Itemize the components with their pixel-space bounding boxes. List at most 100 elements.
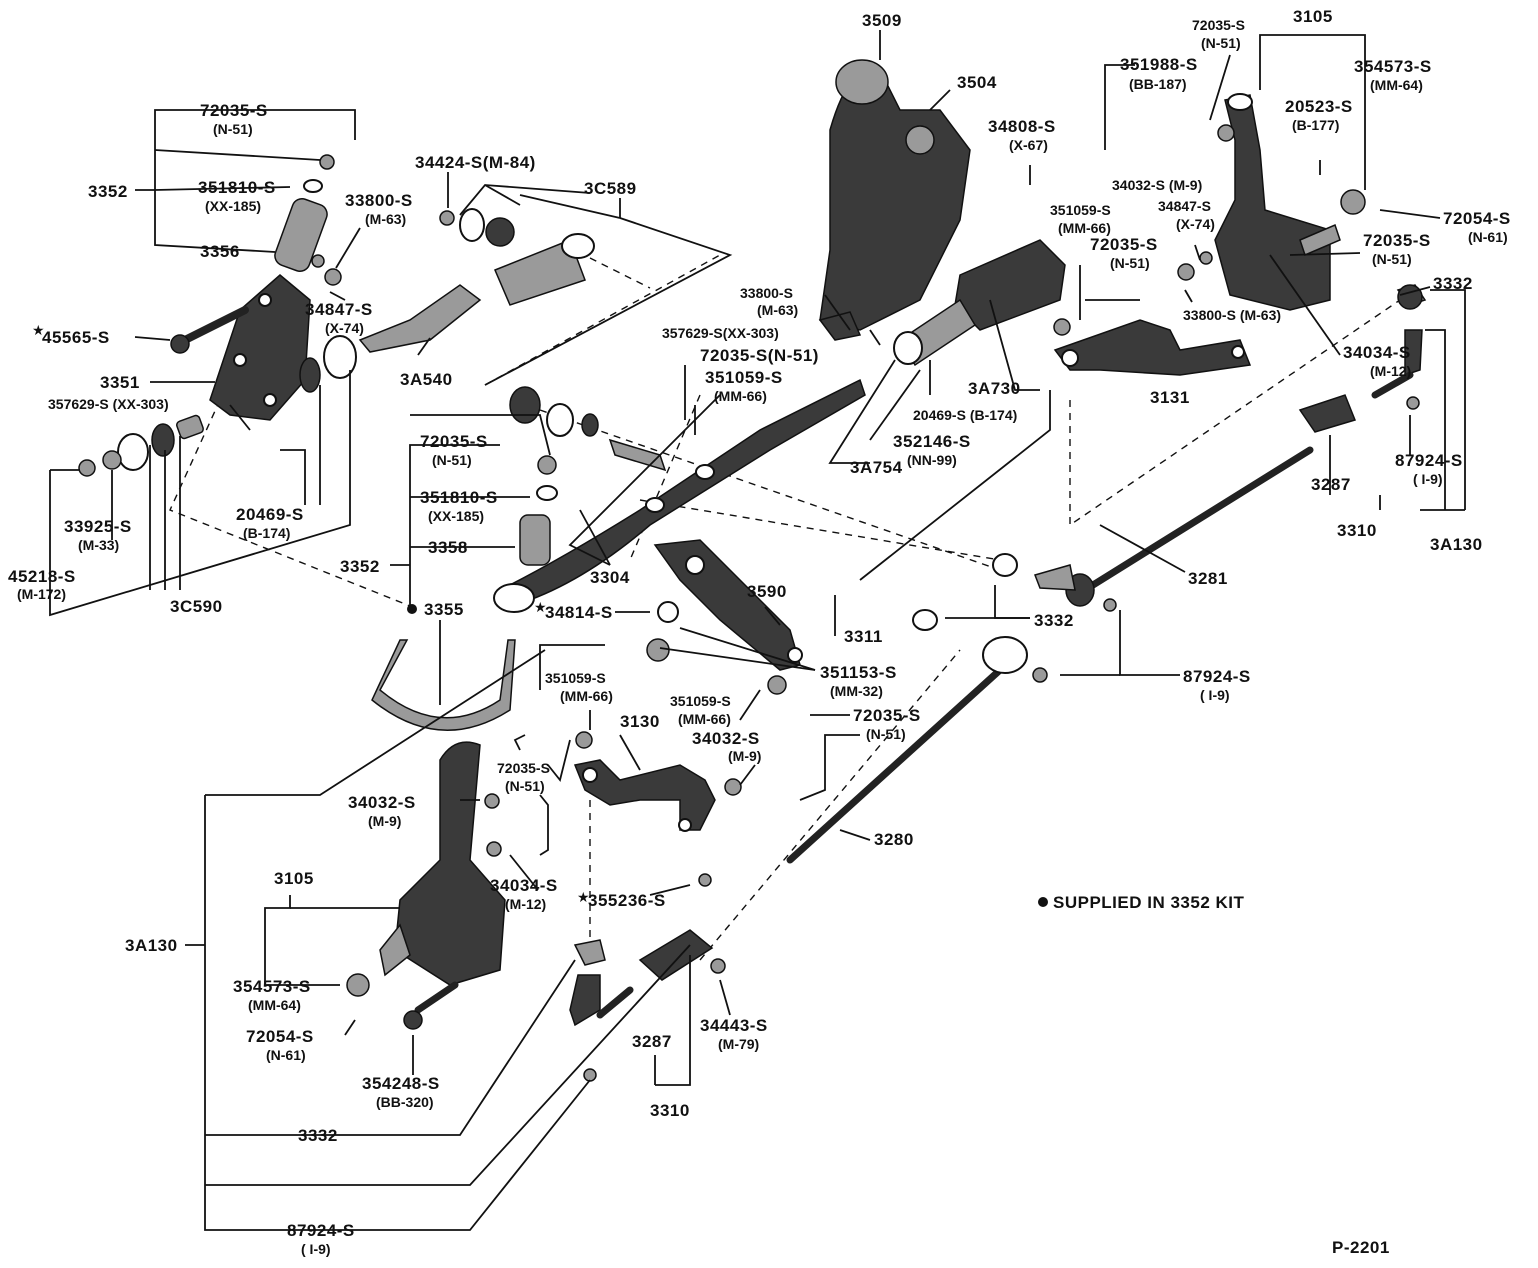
label-34034-lower: 34034-S bbox=[490, 876, 558, 895]
part-labels: 3509 3504 72035-S (N-51) 3352 351810-S (… bbox=[8, 7, 1511, 1257]
spindle-3105-upper bbox=[1177, 93, 1366, 311]
label-354573-lower: 354573-S bbox=[233, 977, 311, 996]
label-mm66-lower2: (MM-66) bbox=[678, 711, 731, 727]
label-m172: (M-172) bbox=[17, 586, 66, 602]
label-3504: 3504 bbox=[957, 73, 997, 92]
label-i9-center: ( I-9) bbox=[1200, 687, 1230, 703]
steering-arm-3130 bbox=[573, 675, 787, 832]
label-x74-left: (X-74) bbox=[325, 320, 364, 336]
bushing-3356 bbox=[274, 198, 328, 272]
label-mm66-lower: (MM-66) bbox=[560, 688, 613, 704]
label-34032-lower-left: 34032-S bbox=[348, 793, 416, 812]
label-20523: 20523-S bbox=[1285, 97, 1353, 116]
label-357629-center: 357629-S(XX-303) bbox=[662, 325, 779, 341]
label-72035-far-right: 72035-S bbox=[1363, 231, 1431, 250]
label-351059-lower2: 351059-S bbox=[670, 693, 731, 709]
figure-code: P-2201 bbox=[1332, 1238, 1390, 1257]
label-351059-center: 351059-S bbox=[705, 368, 783, 387]
label-i9-right: ( I-9) bbox=[1413, 471, 1443, 487]
label-n51-far-right: (N-51) bbox=[1372, 251, 1412, 267]
label-m63-topleft: (M-63) bbox=[365, 211, 406, 227]
label-72035-center: 72035-S(N-51) bbox=[700, 346, 819, 365]
label-87924-center: 87924-S bbox=[1183, 667, 1251, 686]
label-72035-mid: 72035-S bbox=[420, 432, 488, 451]
label-355236: 355236-S bbox=[588, 891, 666, 910]
label-72035-right: 72035-S bbox=[1090, 235, 1158, 254]
label-3332-lower: 3332 bbox=[298, 1126, 338, 1145]
u-bolt-3355 bbox=[371, 639, 516, 731]
label-n51-lower: (N-51) bbox=[505, 778, 545, 794]
label-m12-right: (M-12) bbox=[1370, 363, 1411, 379]
label-3105-topright: 3105 bbox=[1293, 7, 1333, 26]
pitman-arm-3590 bbox=[646, 539, 803, 671]
label-3c590: 3C590 bbox=[170, 597, 223, 616]
label-3352-mid: 3352 bbox=[340, 557, 380, 576]
label-3332-center: 3332 bbox=[1034, 611, 1074, 630]
label-3351: 3351 bbox=[100, 373, 140, 392]
label-m63-center: (M-63) bbox=[757, 302, 798, 318]
idler-arm-3a730 bbox=[893, 239, 1066, 367]
label-72035-topright: 72035-S bbox=[1192, 17, 1245, 33]
drag-link-3304 bbox=[493, 378, 866, 613]
bolt-45565 bbox=[170, 306, 249, 354]
label-354248: 354248-S bbox=[362, 1074, 440, 1093]
label-mm32: (MM-32) bbox=[830, 683, 883, 699]
label-72035-lower-right: 72035-S bbox=[853, 706, 921, 725]
label-351153: 351153-S bbox=[820, 663, 897, 682]
left-bracket bbox=[209, 274, 311, 421]
label-33800-right: 33800-S (M-63) bbox=[1183, 307, 1281, 323]
label-3a130-lower: 3A130 bbox=[125, 936, 178, 955]
washer-stack-mid bbox=[509, 386, 667, 566]
label-m79: (M-79) bbox=[718, 1036, 759, 1052]
label-45218: 45218-S bbox=[8, 567, 76, 586]
label-x67: (X-67) bbox=[1009, 137, 1048, 153]
label-3a730: 3A730 bbox=[968, 379, 1021, 398]
tie-rod-3280 bbox=[786, 609, 1048, 864]
label-3310-lower: 3310 bbox=[650, 1101, 690, 1120]
label-351988: 351988-S bbox=[1120, 55, 1198, 74]
label-3a754: 3A754 bbox=[850, 458, 903, 477]
label-34032-topright: 34032-S (M-9) bbox=[1112, 177, 1202, 193]
label-87924-right: 87924-S bbox=[1395, 451, 1463, 470]
label-87924-lower: 87924-S bbox=[287, 1221, 355, 1240]
star-icon: ★ bbox=[534, 599, 547, 615]
label-xx185-topleft: (XX-185) bbox=[205, 198, 261, 214]
label-mm66-right: (MM-66) bbox=[1058, 220, 1111, 236]
steering-gear bbox=[818, 59, 971, 341]
label-m9-lower-left: (M-9) bbox=[368, 813, 401, 829]
label-n51-topright: (N-51) bbox=[1201, 35, 1241, 51]
label-mm64-lower: (MM-64) bbox=[248, 997, 301, 1013]
label-3287-lower: 3287 bbox=[632, 1032, 672, 1051]
star-icon: ★ bbox=[577, 889, 590, 905]
label-34814: 34814-S bbox=[545, 603, 613, 622]
label-m33: (M-33) bbox=[78, 537, 119, 553]
label-xx185-mid: (XX-185) bbox=[428, 508, 484, 524]
label-3130: 3130 bbox=[620, 712, 660, 731]
label-45565: 45565-S bbox=[42, 328, 110, 347]
label-3332-right: 3332 bbox=[1433, 274, 1473, 293]
label-n51-right: (N-51) bbox=[1110, 255, 1150, 271]
label-3509: 3509 bbox=[862, 11, 902, 30]
label-3310-right: 3310 bbox=[1337, 521, 1377, 540]
star-icon: ★ bbox=[32, 322, 45, 338]
label-34032-lower: 34032-S bbox=[692, 729, 760, 748]
label-34847-left: 34847-S bbox=[305, 300, 373, 319]
label-3a540: 3A540 bbox=[400, 370, 453, 389]
idler-bushing-3c589 bbox=[494, 233, 595, 306]
label-3c589: 3C589 bbox=[584, 179, 637, 198]
label-34424: 34424-S(M-84) bbox=[415, 153, 536, 172]
kit-marker-dot bbox=[407, 604, 417, 614]
label-34847-right: 34847-S bbox=[1158, 198, 1211, 214]
tie-rod-3281 bbox=[992, 446, 1314, 612]
label-72054-lower: 72054-S bbox=[246, 1027, 314, 1046]
parts-artwork bbox=[78, 59, 1427, 1082]
label-351810-mid: 351810-S bbox=[420, 488, 498, 507]
label-20469-left: 20469-S bbox=[236, 505, 304, 524]
label-n61-lower: (N-61) bbox=[266, 1047, 306, 1063]
label-72054-right: 72054-S bbox=[1443, 209, 1511, 228]
label-72035-topleft: 72035-S bbox=[200, 101, 268, 120]
label-352146: 352146-S bbox=[893, 432, 971, 451]
label-n51-lower-right: (N-51) bbox=[866, 726, 906, 742]
label-3590: 3590 bbox=[747, 582, 787, 601]
